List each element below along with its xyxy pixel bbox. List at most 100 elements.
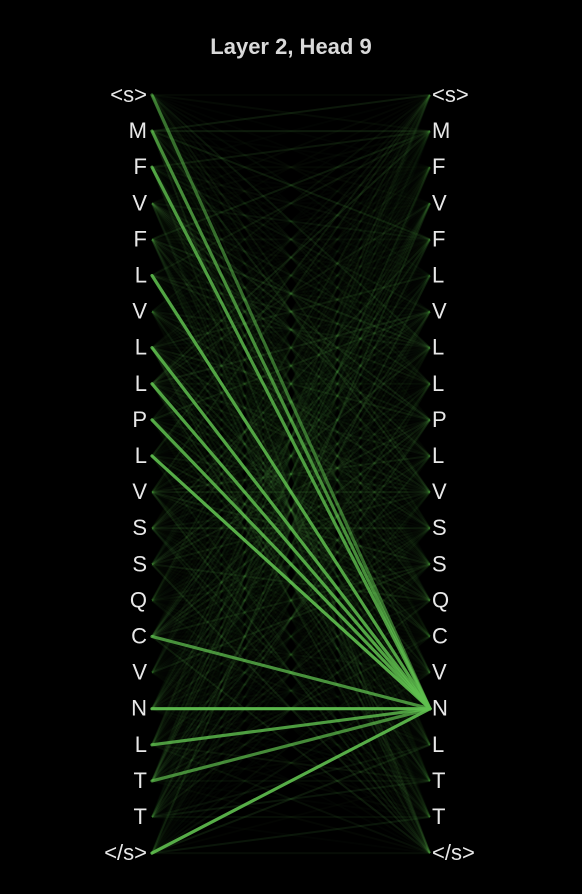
left-token-label[interactable]: L [135, 335, 147, 360]
left-token-label[interactable]: L [135, 732, 147, 757]
left-token-label[interactable]: S [132, 551, 147, 576]
attention-edge-faint [151, 238, 431, 277]
attention-edge-faint [151, 94, 431, 421]
right-token-label[interactable]: T [432, 804, 445, 829]
right-token-label[interactable]: L [432, 443, 444, 468]
attention-edge-faint [151, 94, 431, 385]
right-token-label[interactable]: V [432, 660, 447, 685]
attention-edge-faint [151, 166, 431, 241]
right-token-label[interactable]: C [432, 624, 448, 649]
attention-edge-faint [151, 455, 431, 854]
left-token-label[interactable]: C [131, 624, 147, 649]
right-token-label[interactable]: S [432, 551, 447, 576]
left-token-label[interactable]: V [132, 479, 147, 504]
attention-edge-faint [151, 202, 431, 421]
left-token-label[interactable]: T [134, 768, 147, 793]
left-token-label[interactable]: S [132, 515, 147, 540]
attention-edge-strong [150, 382, 432, 711]
attention-edge-faint [151, 94, 431, 313]
right-token-label[interactable]: F [432, 226, 445, 251]
attention-edge-faint [151, 130, 431, 385]
attention-edge-faint [151, 455, 431, 566]
left-token-label[interactable]: <s> [110, 82, 147, 107]
left-token-label[interactable]: F [134, 154, 147, 179]
right-token-label[interactable]: L [432, 263, 444, 288]
attention-edge-faint [151, 311, 431, 710]
attention-edge-faint [151, 202, 431, 457]
left-token-label[interactable]: F [134, 226, 147, 251]
attention-edge-faint [151, 346, 431, 566]
left-token-label[interactable]: P [132, 407, 147, 432]
left-token-label[interactable]: T [134, 804, 147, 829]
attention-edge-faint [151, 346, 431, 421]
attention-edge-faint [151, 202, 431, 421]
attention-edge-faint [151, 743, 431, 855]
right-token-label[interactable]: T [432, 768, 445, 793]
right-token-label[interactable]: Q [432, 587, 449, 612]
attention-edge-faint [151, 238, 431, 529]
attention-edge-faint [151, 743, 431, 855]
attention-edge-faint [151, 94, 431, 674]
attention-edge-faint [151, 274, 431, 313]
attention-edge-faint [151, 816, 431, 855]
attention-edge-faint [151, 94, 431, 565]
attention-edge-faint [151, 382, 431, 566]
attention-edge-faint [151, 419, 431, 818]
attention-edge-faint [151, 94, 431, 529]
right-token-label[interactable]: </s> [432, 840, 475, 865]
attention-edge-strong [150, 93, 432, 711]
attention-edge-faint [151, 383, 431, 854]
attention-edge-faint [151, 274, 431, 349]
attention-edge-faint [151, 238, 431, 710]
left-token-label[interactable]: V [132, 660, 147, 685]
attention-edge-faint [151, 274, 431, 746]
attention-edge-faint [151, 94, 431, 277]
right-token-label[interactable]: L [432, 732, 444, 757]
attention-edge-faint [151, 491, 431, 818]
attention-edge-faint [151, 94, 431, 205]
right-token-label[interactable]: L [432, 335, 444, 360]
left-token-label[interactable]: L [135, 371, 147, 396]
attention-edge-faint [151, 238, 431, 493]
attention-edge-faint [151, 130, 431, 385]
attention-edge-faint [151, 455, 431, 494]
attention-edge-faint [151, 202, 431, 385]
attention-edge-faint [151, 635, 431, 746]
attention-edge-strong [150, 165, 432, 711]
attention-edge-faint [151, 94, 431, 133]
right-token-label[interactable]: <s> [432, 82, 469, 107]
right-token-label[interactable]: S [432, 515, 447, 540]
attention-edge-faint [151, 166, 431, 782]
attention-edge-faint [151, 166, 431, 854]
attention-edge-faint [151, 166, 431, 457]
left-token-label[interactable]: L [135, 443, 147, 468]
attention-edge-strong [150, 707, 432, 783]
right-token-label[interactable]: V [432, 479, 447, 504]
left-token-label[interactable]: M [129, 118, 147, 143]
attention-edge-faint [151, 130, 431, 349]
left-token-label[interactable]: Q [130, 587, 147, 612]
attention-edge-faint [151, 383, 431, 818]
attention-edge-faint [151, 779, 431, 818]
left-token-label[interactable]: N [131, 696, 147, 721]
attention-edge-faint [151, 383, 431, 638]
right-token-label[interactable]: P [432, 407, 447, 432]
right-token-label[interactable]: L [432, 371, 444, 396]
right-token-label[interactable]: F [432, 154, 445, 179]
right-token-label[interactable]: V [432, 190, 447, 215]
attention-edge-faint [151, 671, 431, 710]
attention-edge-faint [151, 310, 431, 602]
right-token-label[interactable]: V [432, 299, 447, 324]
attention-edge-faint [151, 310, 431, 349]
attention-edge-strong [150, 346, 432, 711]
attention-edge-faint [151, 455, 431, 566]
attention-edge-faint [151, 130, 431, 601]
left-token-label[interactable]: V [132, 190, 147, 215]
right-token-label[interactable]: N [432, 696, 448, 721]
right-token-label[interactable]: M [432, 118, 450, 143]
attention-edge-faint [151, 418, 431, 494]
attention-edge-faint [151, 130, 431, 241]
left-token-label[interactable]: V [132, 299, 147, 324]
left-token-label[interactable]: L [135, 263, 147, 288]
left-token-label[interactable]: </s> [104, 840, 147, 865]
